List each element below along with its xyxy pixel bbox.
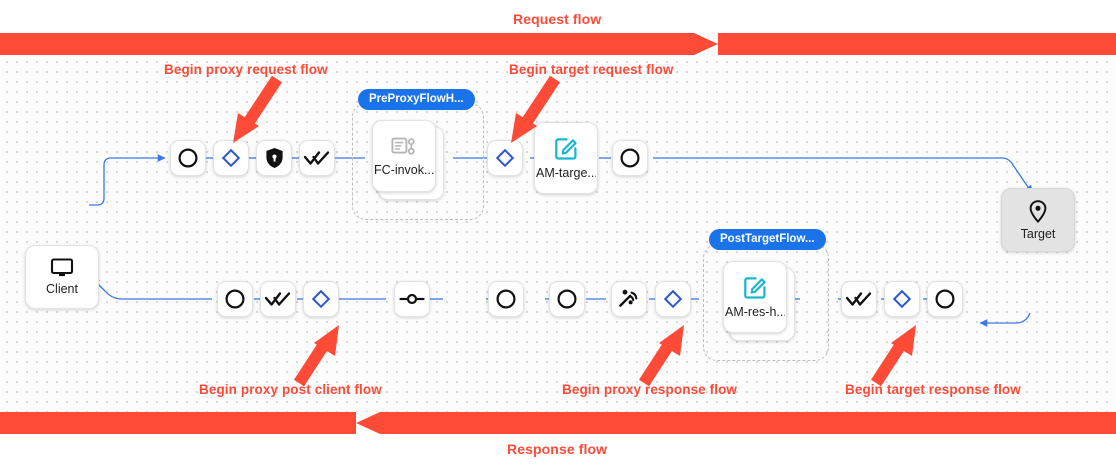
policy-fc-invoke-label: FC-invok... [374,163,434,177]
request-flow-arrowhead [694,33,718,55]
circle-icon [495,288,517,310]
res-checks-1-node[interactable] [260,281,296,317]
broadcast-icon [617,287,641,311]
policy-fc-invoke[interactable]: FC-invok... [372,120,436,192]
diamond-icon [495,148,515,168]
edit-square-icon [743,275,768,300]
circle-icon [934,288,956,310]
res-circle-4-node[interactable] [927,281,963,317]
diamond-icon [663,289,683,309]
request-flow-band-body [0,33,694,55]
target-node[interactable]: Target [1001,188,1075,252]
annotation-label-begin-target-request-flow: Begin target request flow [509,62,674,77]
annotation-arrow-begin-proxy-response-flow [638,325,684,387]
res-circle-1-node[interactable] [217,281,253,317]
group-posttargetflowhook-badge[interactable]: PostTargetFlow... [709,229,826,251]
circle-icon [177,147,199,169]
req-diamond-2-node[interactable] [487,140,523,176]
req-diamond-1-node[interactable] [213,140,249,176]
policy-am-res-label: AM-res-h... [725,306,785,319]
res-broadcast-node[interactable] [611,281,647,317]
response-flow-arrowhead [356,412,380,434]
response-flow-band-body [380,412,1116,434]
double-check-icon [264,291,291,307]
map-pin-icon [1029,199,1047,223]
flow-callout-icon [391,136,417,158]
annotation-arrow-begin-target-response-flow [870,325,916,387]
annotation-arrow-begin-target-request-flow [511,75,561,143]
annotation-label-begin-proxy-post-client-flow: Begin proxy post client flow [199,382,382,397]
monitor-icon [50,258,74,278]
request-flow-band-tail [718,33,1116,55]
circle-icon [556,288,578,310]
client-label: Client [46,282,78,297]
line-dot-icon [399,292,425,306]
response-flow-band-tail [0,412,356,434]
res-checks-2-node[interactable] [841,281,877,317]
request-flow-label: Request flow [513,11,602,27]
annotation-label-begin-proxy-request-flow: Begin proxy request flow [164,62,328,77]
diamond-icon [892,289,912,309]
res-circle-3-node[interactable] [549,281,585,317]
target-label: Target [1020,226,1056,241]
diamond-icon [221,148,241,168]
req-shield-node[interactable] [256,140,292,176]
annotation-arrow-begin-proxy-request-flow [233,75,283,143]
policy-am-target-label: AM-targe... [536,167,596,180]
double-check-icon [845,291,872,307]
shield-lock-icon [265,147,284,169]
circle-icon [619,147,641,169]
req-circle-2-node[interactable] [612,140,648,176]
res-linedot-node[interactable] [394,281,430,317]
circle-icon [224,288,246,310]
req-checks-1-node[interactable] [299,140,335,176]
double-check-icon [303,150,330,166]
diamond-icon [311,289,331,309]
group-preproxyflowhook-badge[interactable]: PreProxyFlowH... [358,89,475,111]
res-diamond-1-node[interactable] [303,281,339,317]
res-diamond-2-node[interactable] [655,281,691,317]
res-diamond-3-node[interactable] [884,281,920,317]
annotation-arrow-begin-proxy-post-client-flow [293,325,339,387]
policy-am-res[interactable]: AM-res-h... [723,261,787,333]
annotation-label-begin-proxy-response-flow: Begin proxy response flow [562,382,738,397]
response-flow-label: Response flow [507,441,608,457]
res-circle-2-node[interactable] [488,281,524,317]
edit-square-icon [554,136,579,161]
req-circle-1-node[interactable] [170,140,206,176]
diagram-canvas[interactable]: Client Target [0,55,1116,412]
client-node[interactable]: Client [25,245,99,309]
annotation-label-begin-target-response-flow: Begin target response flow [845,382,1021,397]
policy-am-target[interactable]: AM-targe... [534,122,598,194]
